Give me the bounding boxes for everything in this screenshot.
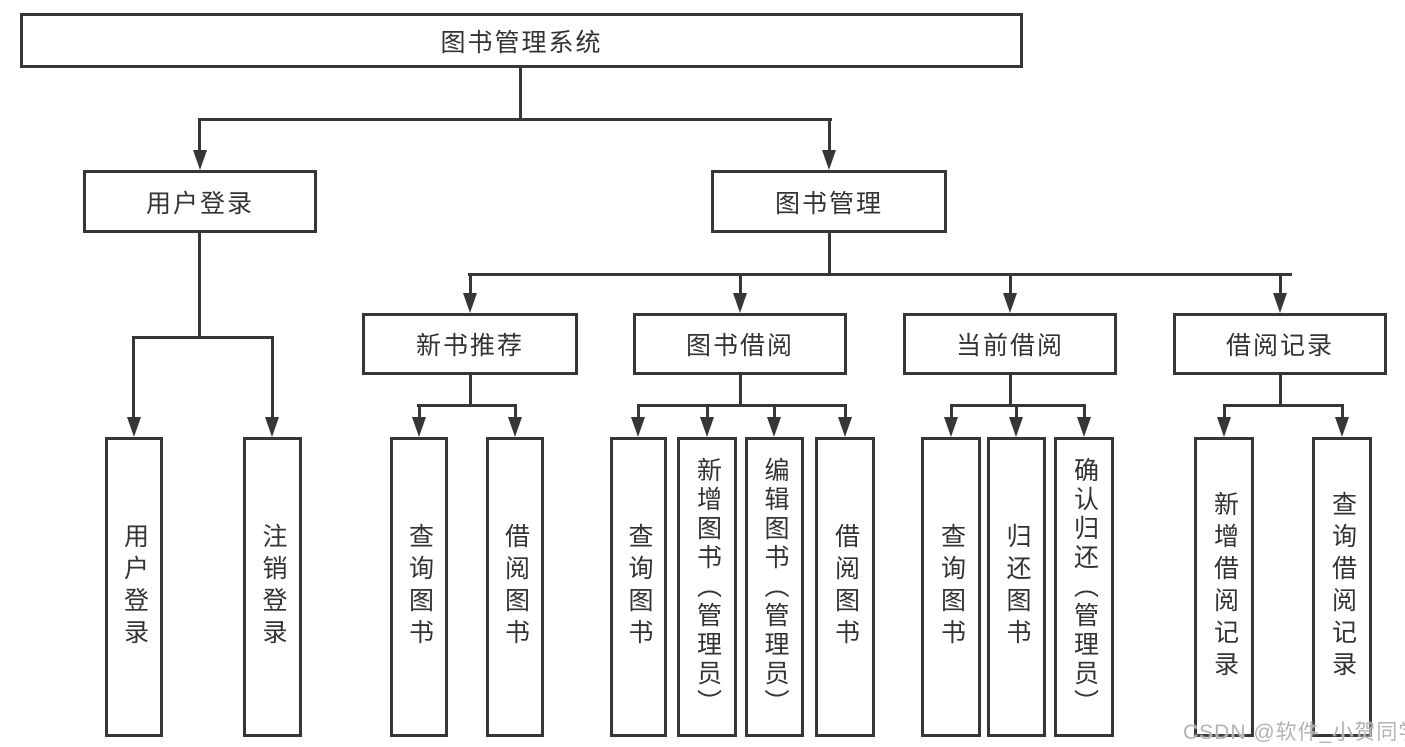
node-label: 图书管理	[774, 189, 883, 218]
connector-line	[469, 373, 472, 407]
arrow-down-icon	[733, 293, 747, 313]
connector-line	[1341, 404, 1344, 419]
connector-line	[828, 118, 831, 152]
connector-line	[950, 404, 953, 419]
leaf-edit-book-admin: 编辑图书（管理员）	[745, 437, 804, 737]
node-label: 图书借阅	[685, 332, 794, 360]
connector-line	[637, 404, 847, 407]
connector-line	[739, 273, 742, 295]
leaf-label: 用户登录	[120, 523, 149, 651]
connector-line	[519, 66, 522, 120]
leaf-query-books-current: 查询图书	[921, 437, 981, 737]
leaf-label: 编辑图书（管理员）	[761, 456, 789, 718]
node-label: 图书管理系统	[440, 28, 603, 57]
arrow-down-icon	[700, 417, 714, 437]
arrow-down-icon	[265, 417, 279, 437]
leaf-label: 查询图书	[937, 523, 966, 651]
leaf-label: 查询图书	[625, 523, 653, 651]
connector-line	[706, 404, 709, 419]
leaf-add-book-admin: 新增图书（管理员）	[677, 437, 737, 737]
arrow-down-icon	[1273, 293, 1287, 313]
leaf-label: 查询借阅记录	[1328, 491, 1357, 683]
arrow-down-icon	[463, 293, 477, 313]
connector-line	[1223, 404, 1344, 407]
leaf-return-books: 归还图书	[987, 437, 1046, 737]
leaf-query-books-recommend: 查询图书	[390, 437, 448, 737]
connector-line	[1009, 273, 1012, 295]
connector-line	[514, 404, 517, 419]
node-library-system: 图书管理系统	[20, 13, 1023, 68]
connector-line	[844, 404, 847, 419]
arrow-down-icon	[1077, 417, 1091, 437]
arrow-down-icon	[1003, 293, 1017, 313]
connector-line	[469, 273, 472, 295]
arrow-down-icon	[508, 417, 522, 437]
leaf-add-borrow-record: 新增借阅记录	[1194, 437, 1254, 737]
connector-line	[773, 404, 776, 419]
connector-line	[417, 404, 517, 407]
leaf-label: 归还图书	[1003, 523, 1031, 651]
arrow-down-icon	[1217, 417, 1231, 437]
arrow-down-icon	[944, 417, 958, 437]
connector-line	[1223, 404, 1226, 419]
node-label: 当前借阅	[955, 332, 1064, 360]
connector-line	[1279, 373, 1282, 407]
leaf-label: 借阅图书	[831, 523, 860, 651]
connector-line	[132, 336, 135, 419]
leaf-logout: 注销登录	[243, 437, 302, 737]
arrow-down-icon	[838, 417, 852, 437]
connector-line	[1009, 373, 1012, 407]
node-book-borrowing: 图书借阅	[633, 313, 847, 375]
arrow-down-icon	[767, 417, 781, 437]
connector-line	[1015, 404, 1018, 419]
node-current-borrowing: 当前借阅	[903, 313, 1117, 375]
connector-line	[271, 336, 274, 419]
leaf-label: 借阅图书	[501, 523, 530, 651]
node-borrowing-records: 借阅记录	[1173, 313, 1387, 375]
connector-line	[468, 273, 1292, 276]
leaf-borrow-books-borrowing: 借阅图书	[815, 437, 875, 737]
connector-line	[637, 404, 640, 419]
connector-line	[198, 231, 201, 338]
connector-line	[1279, 273, 1282, 295]
arrow-down-icon	[127, 417, 141, 437]
connector-line	[828, 231, 831, 275]
node-label: 新书推荐	[415, 332, 524, 360]
node-label: 用户登录	[145, 189, 254, 218]
connector-line	[198, 118, 832, 121]
node-book-management: 图书管理	[711, 170, 947, 233]
leaf-label: 新增借阅记录	[1210, 491, 1239, 683]
watermark: CSDN @软件_小贺同学	[1183, 721, 1405, 744]
connector-line	[132, 336, 274, 339]
arrow-down-icon	[412, 417, 426, 437]
arrow-down-icon	[1009, 417, 1023, 437]
arrow-down-icon	[193, 150, 207, 170]
leaf-label: 注销登录	[259, 523, 287, 651]
leaf-label: 查询图书	[405, 523, 434, 651]
node-user-login: 用户登录	[83, 170, 317, 233]
leaf-query-books-borrowing: 查询图书	[610, 437, 667, 737]
leaf-query-borrow-record: 查询借阅记录	[1312, 437, 1372, 737]
connector-line	[1083, 404, 1086, 419]
connector-line	[950, 404, 1086, 407]
leaf-user-login: 用户登录	[105, 437, 163, 737]
arrow-down-icon	[822, 150, 836, 170]
node-label: 借阅记录	[1225, 332, 1334, 360]
connector-line	[418, 404, 421, 419]
connector-line	[739, 373, 742, 407]
leaf-borrow-books-recommend: 借阅图书	[486, 437, 544, 737]
connector-line	[198, 118, 201, 152]
leaf-label: 确认归还（管理员）	[1070, 456, 1099, 718]
leaf-label: 新增图书（管理员）	[693, 456, 722, 718]
arrow-down-icon	[631, 417, 645, 437]
node-new-book-recommendation: 新书推荐	[362, 313, 578, 375]
leaf-confirm-return-admin: 确认归还（管理员）	[1054, 437, 1114, 737]
arrow-down-icon	[1335, 417, 1349, 437]
